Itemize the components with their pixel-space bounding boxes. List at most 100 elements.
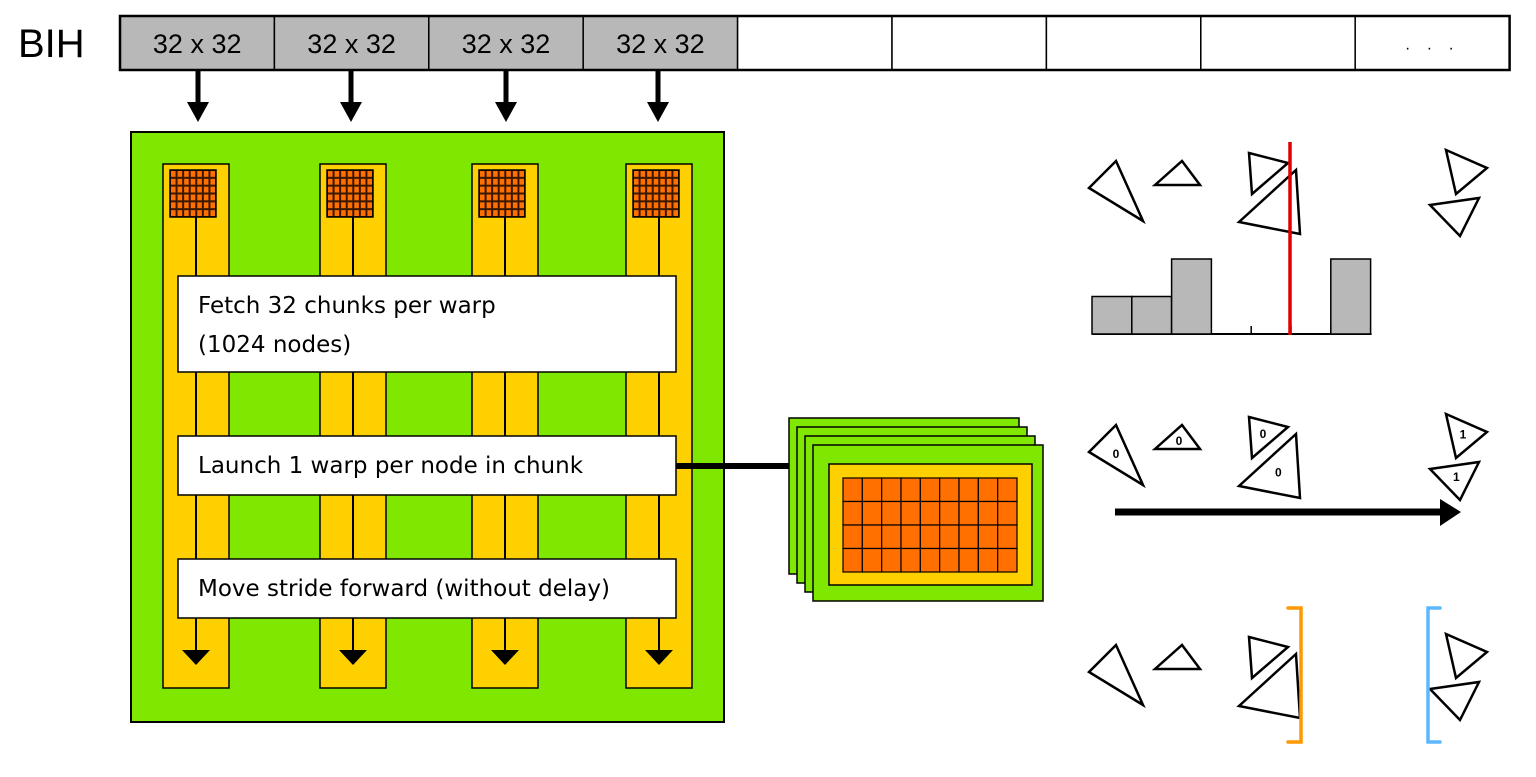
kernel-block-bg	[130, 131, 725, 723]
step-fetch: Fetch 32 chunks per warp (1024 nodes)	[177, 275, 677, 373]
chunk-node	[519, 178, 524, 185]
triangle-primitive	[1444, 631, 1490, 681]
bih-cell	[891, 15, 1048, 71]
chunk-node	[486, 194, 492, 201]
chunk-node	[506, 210, 511, 216]
chunk-node	[519, 186, 524, 193]
chunk-node	[360, 186, 366, 193]
bih-cell	[273, 15, 430, 71]
chunk-node	[512, 210, 518, 216]
chunk-node	[506, 178, 511, 185]
chunk-node	[184, 210, 189, 216]
chunk-node	[493, 186, 498, 193]
sm-core	[842, 477, 863, 503]
bih-cell	[1200, 15, 1356, 71]
chunk-node	[190, 178, 196, 185]
bih-arrows	[187, 70, 669, 122]
chunk-node	[512, 186, 518, 193]
bih-cell-label: 32 x 32	[616, 29, 705, 59]
sm-core	[919, 547, 941, 573]
chunk-node	[653, 194, 659, 201]
chunk-node	[184, 171, 189, 177]
chunk-node	[666, 186, 672, 193]
bih-outline	[118, 14, 1511, 72]
chunk-node	[634, 178, 639, 185]
chunk-node	[640, 178, 646, 185]
chunk-node	[347, 202, 353, 209]
chunk-node	[190, 210, 196, 216]
chunk-node	[647, 194, 652, 201]
chunk-node	[673, 194, 678, 201]
sm-core	[919, 477, 941, 503]
chunk-node	[341, 186, 346, 193]
chunk-node	[210, 178, 215, 185]
chunk-node	[171, 202, 176, 209]
bih-cell-label: 32 x 32	[153, 29, 242, 59]
sm-core	[881, 547, 902, 573]
bih-label: BIH	[18, 22, 85, 66]
chunk-node	[660, 186, 665, 193]
chunk-node	[673, 210, 678, 216]
chunk-node	[203, 202, 209, 209]
sm-core	[997, 547, 1018, 573]
chunk-node	[190, 171, 196, 177]
chunk-node	[197, 186, 202, 193]
sm-core	[958, 477, 979, 503]
chunk-node	[328, 202, 333, 209]
chunk-node	[499, 202, 505, 209]
chunk-node	[177, 171, 183, 177]
chunk-node	[347, 194, 353, 201]
chunk-node	[341, 171, 346, 177]
chunk-node	[347, 210, 353, 216]
chunk-node	[197, 210, 202, 216]
chunk-node	[171, 194, 176, 201]
chunk-node	[480, 202, 485, 209]
sm-core	[958, 524, 979, 550]
chunk-node	[210, 186, 215, 193]
chunk-node	[666, 178, 672, 185]
chunk-node	[328, 178, 333, 185]
step-launch-text: Launch 1 warp per node in chunk	[198, 453, 584, 479]
chunk-node	[210, 210, 215, 216]
bih-cell-label: 32 x 32	[307, 29, 396, 59]
chunk-node	[512, 178, 518, 185]
chunk-node	[354, 194, 359, 201]
chunk-node	[666, 171, 672, 177]
chunk-node	[499, 194, 505, 201]
chunk-node	[177, 186, 183, 193]
histogram-bin	[1091, 295, 1133, 335]
sm-core	[919, 524, 941, 550]
sm-core	[977, 524, 999, 550]
triangle-bin-label: 1	[1453, 470, 1460, 484]
triangles-row-bounded	[1086, 631, 1490, 723]
sm-core	[977, 547, 999, 573]
chunk-node	[367, 202, 372, 209]
chunk-node	[640, 186, 646, 193]
chunk-node	[666, 194, 672, 201]
chunk-node	[177, 178, 183, 185]
sm-core	[881, 477, 902, 503]
triangle-bin-label: 0	[1260, 427, 1267, 441]
chunk-node	[210, 171, 215, 177]
down-arrow-head	[495, 102, 517, 122]
step-fetch-box	[177, 275, 677, 373]
chunk-grid-bg	[169, 169, 217, 218]
chunk-node	[367, 178, 372, 185]
chunk-node	[519, 171, 524, 177]
chunk-node	[519, 202, 524, 209]
chunk-grid-bg	[632, 169, 680, 218]
triangles-row-split	[1086, 147, 1490, 239]
triangle-primitive	[1086, 642, 1146, 709]
histogram-bin	[1131, 295, 1173, 335]
chunk-node	[673, 178, 678, 185]
sm-core	[861, 524, 883, 550]
chunk-node	[660, 210, 665, 216]
sm-core	[881, 500, 902, 526]
warp-arrow-head	[491, 650, 519, 665]
chunk-node	[341, 194, 346, 201]
chunk-node	[640, 210, 646, 216]
triangle-bin-label: 0	[1275, 466, 1282, 480]
chunk-node	[666, 210, 672, 216]
chunk-node	[486, 171, 492, 177]
